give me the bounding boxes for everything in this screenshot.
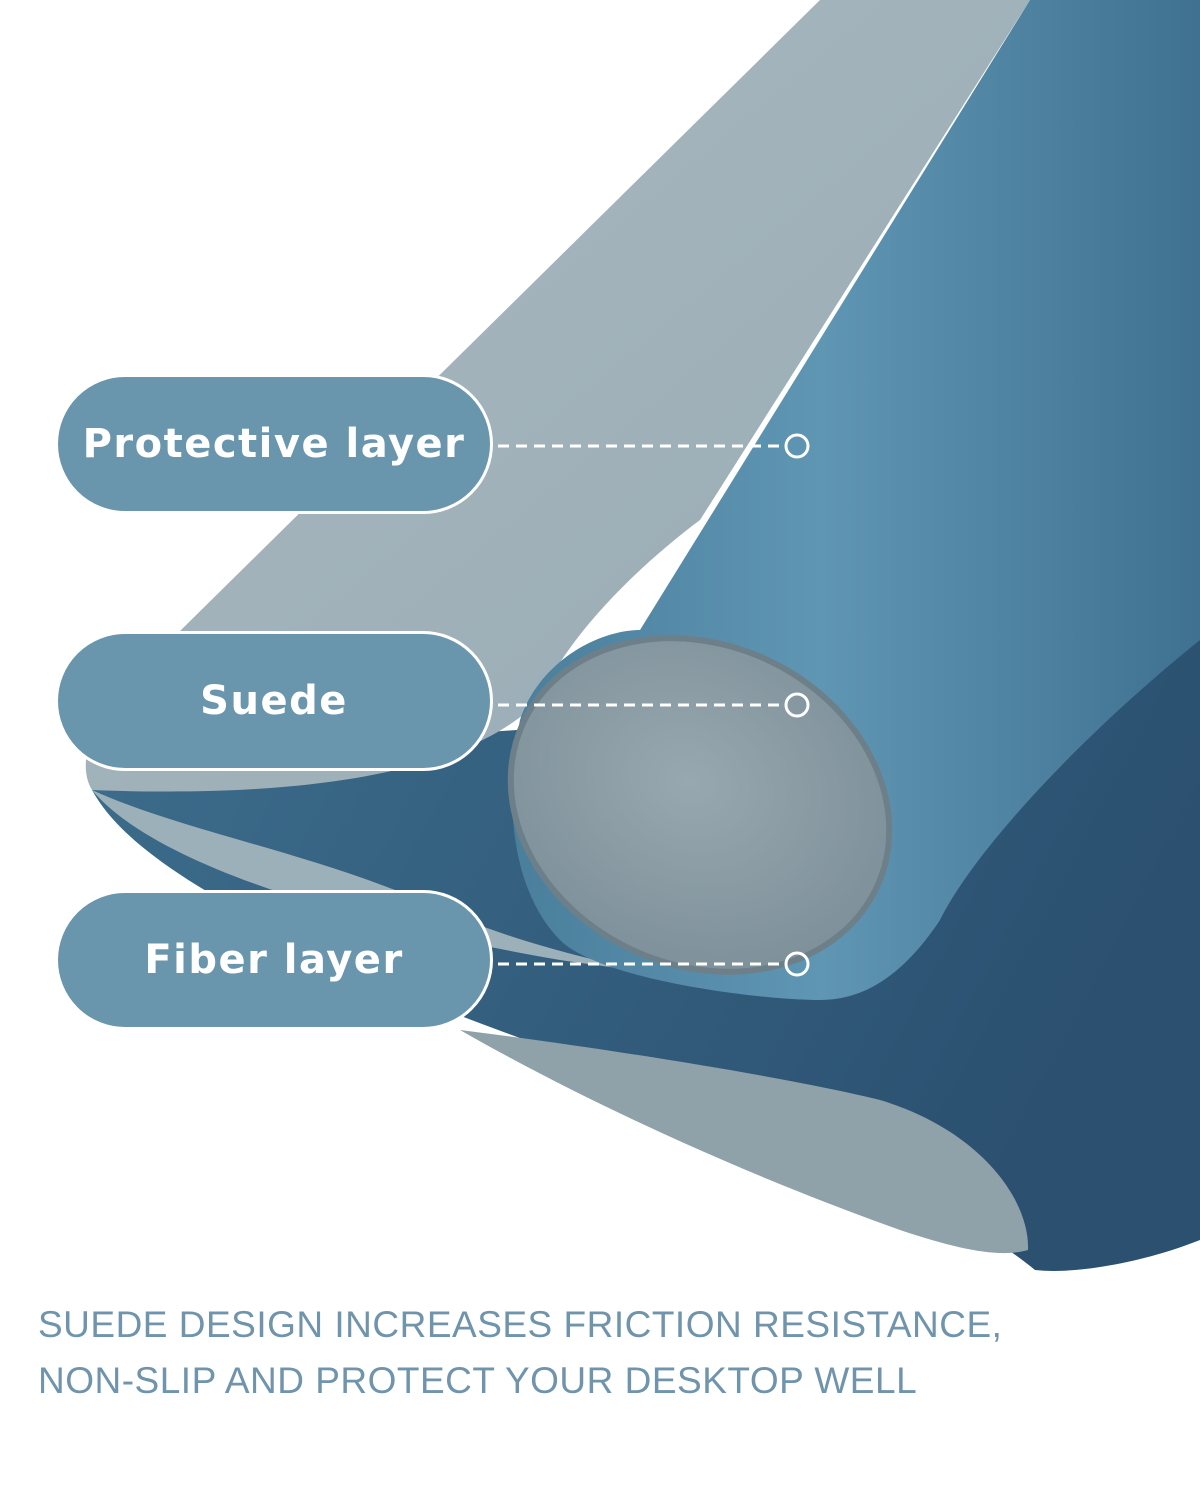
caption-line-2: NON-SLIP AND PROTECT YOUR DESKTOP WELL bbox=[38, 1360, 918, 1401]
mat-lower-suede bbox=[460, 1030, 1029, 1254]
connector-dot-protective bbox=[784, 433, 810, 459]
callout-suede: Suede bbox=[55, 631, 493, 771]
caption-line-1: SUEDE DESIGN INCREASES FRICTION RESISTAN… bbox=[38, 1304, 1003, 1345]
mat-gray-surface bbox=[85, 0, 1031, 792]
roll-inner-suede bbox=[507, 635, 893, 975]
connector-protective bbox=[498, 433, 810, 459]
connector-dot-suede bbox=[784, 692, 810, 718]
connector-suede bbox=[498, 692, 810, 718]
callout-protective-layer: Protective layer bbox=[55, 374, 493, 514]
connector-dot-fiber bbox=[784, 951, 810, 977]
connector-fiber bbox=[498, 951, 810, 977]
callout-fiber-layer: Fiber layer bbox=[55, 890, 493, 1030]
